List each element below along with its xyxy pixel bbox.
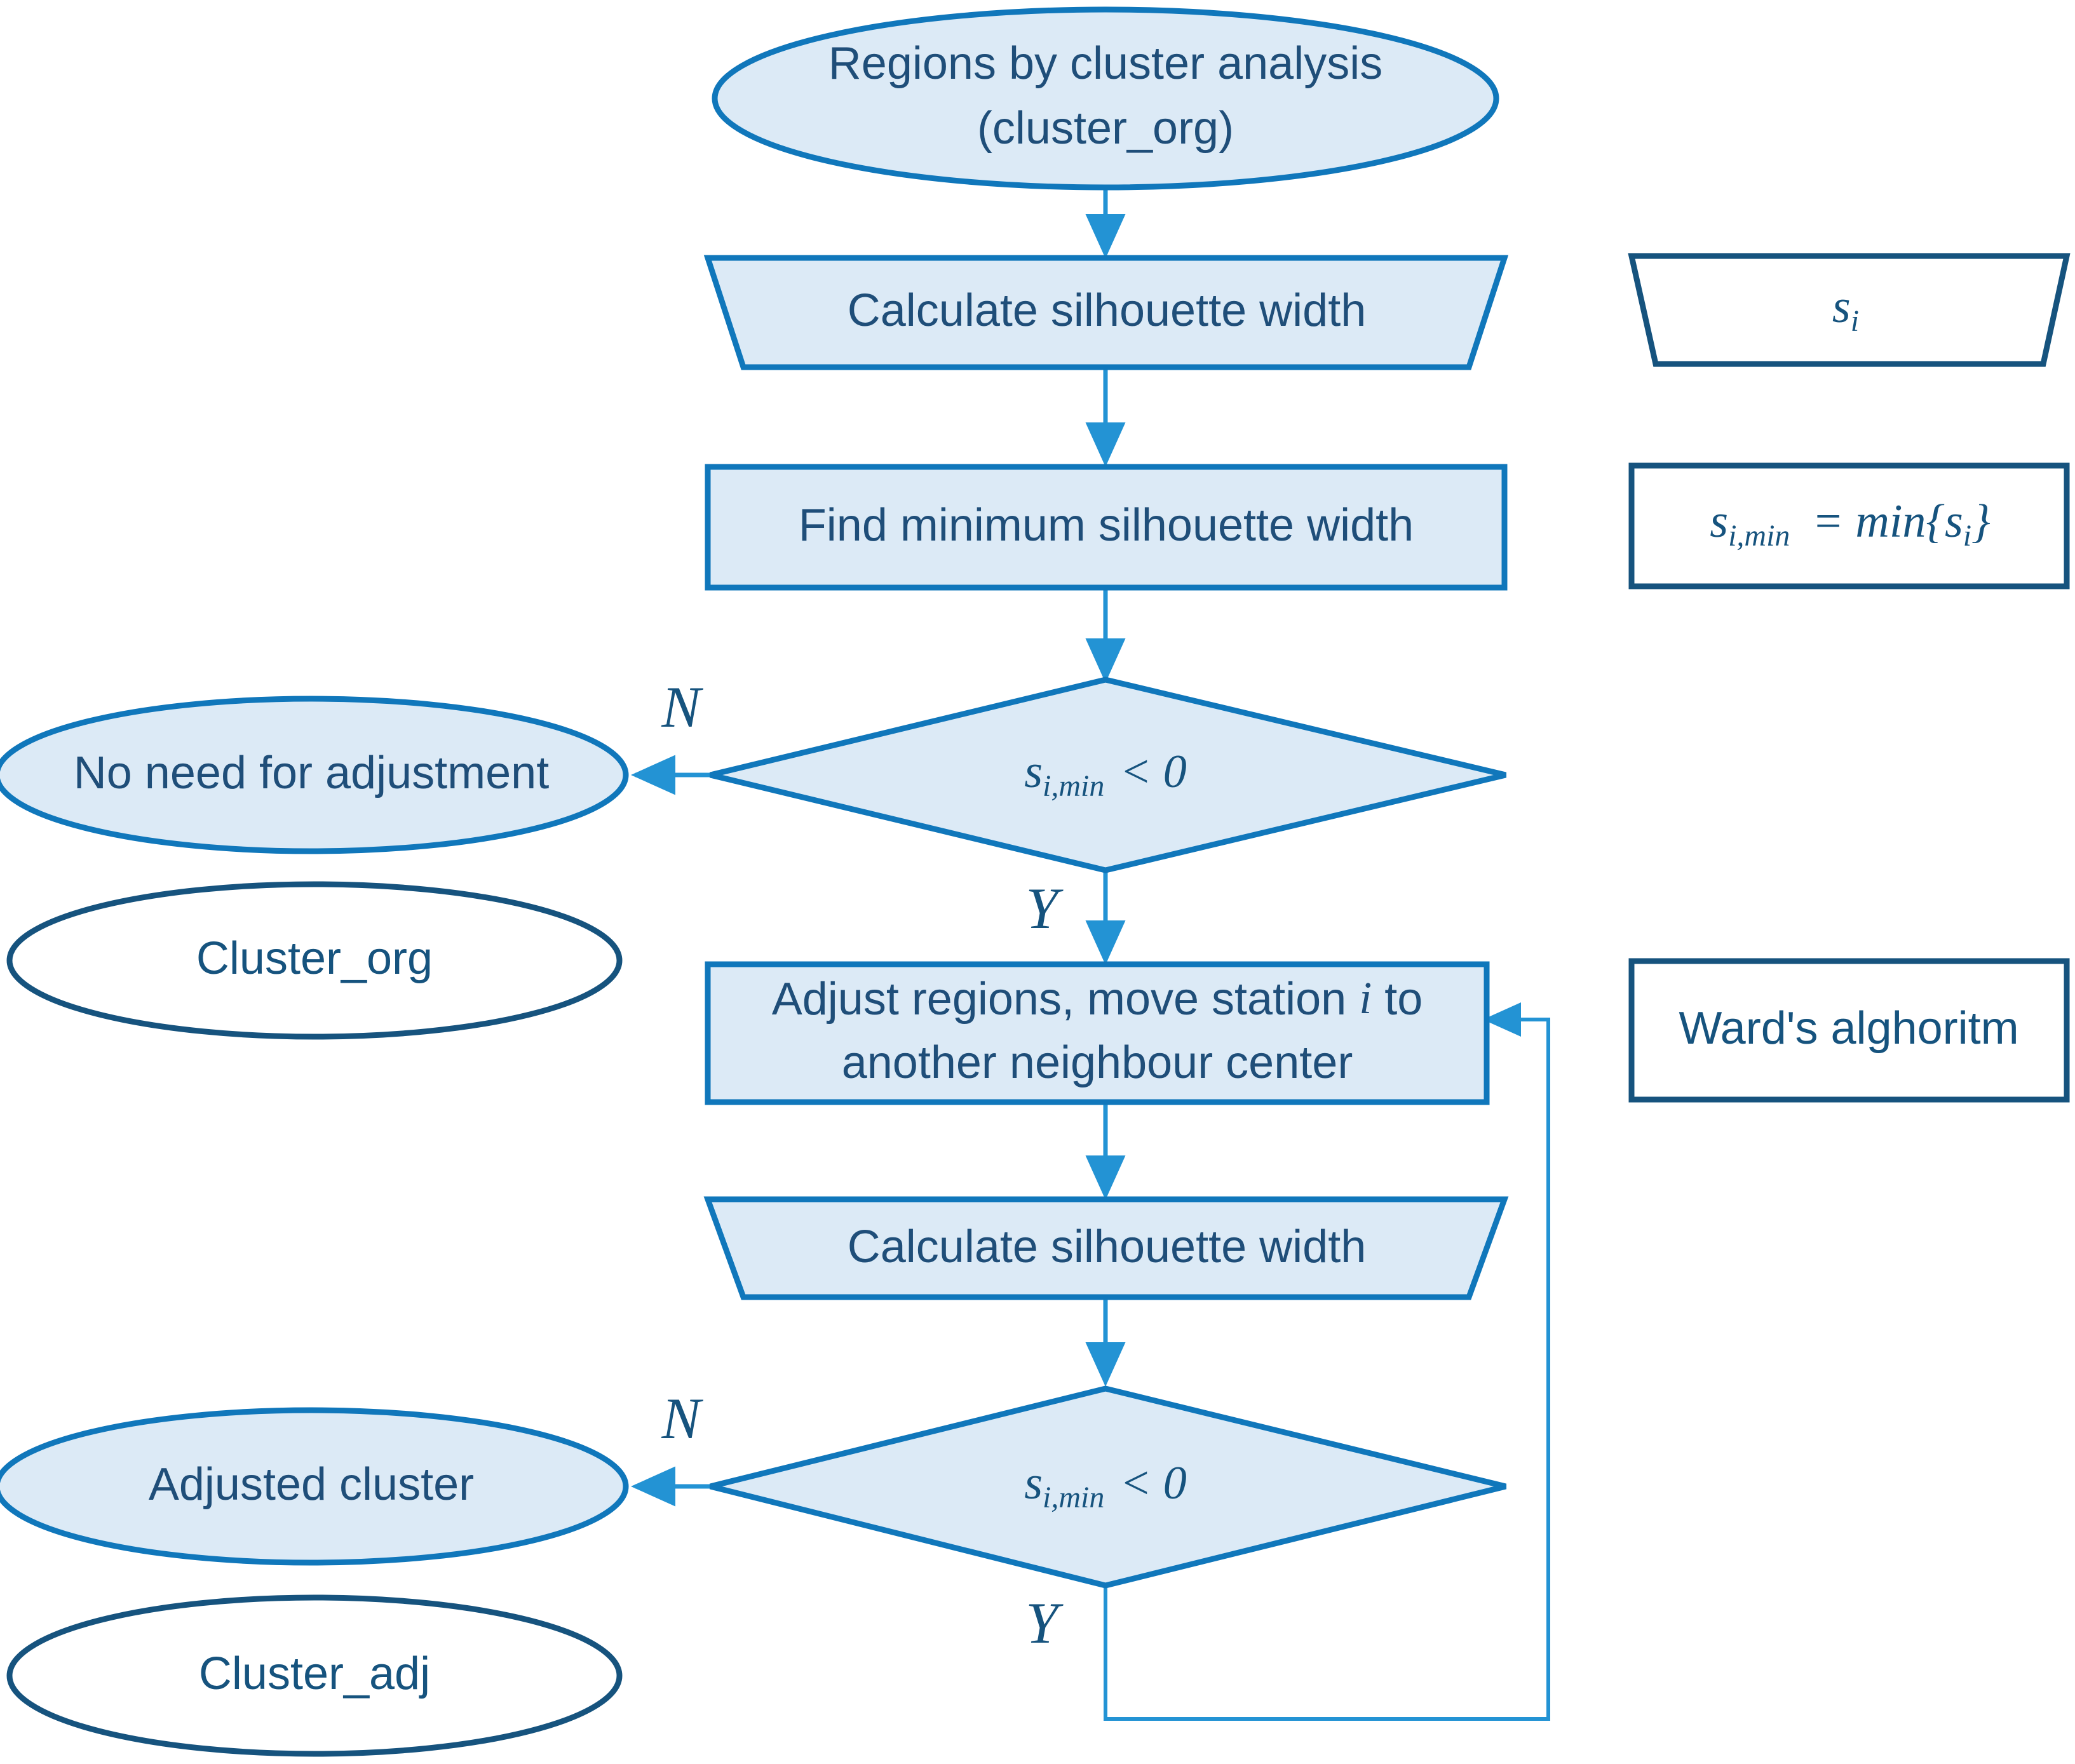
legend-formula-border	[1628, 462, 2070, 589]
calc2-label: Calculate silhouette width	[848, 1222, 1366, 1272]
decision1-math: si,min < 0	[1024, 746, 1187, 803]
decision2-math-sub: i,min	[1043, 1481, 1104, 1514]
node-cluster-adj-ellipse[interactable]: Cluster_adj	[6, 1594, 623, 1757]
cluster-adj-label: Cluster_adj	[199, 1648, 430, 1699]
legend-formula-fn: min	[1855, 495, 1926, 548]
node-cluster-org-ellipse[interactable]: Cluster_org	[6, 881, 623, 1040]
node-find-min-silhouette[interactable]: Find minimum silhouette width	[705, 464, 1508, 591]
adjusted-cluster-ellipse-shape	[0, 1410, 626, 1563]
no-need-ellipse-shape	[0, 699, 626, 851]
node-calc-silhouette-1[interactable]: Calculate silhouette width	[703, 255, 1509, 370]
legend-formula-sub1: i,min	[1728, 519, 1790, 553]
legend-si-border	[1628, 253, 2071, 367]
decision2-diamond-border	[709, 1385, 1507, 1589]
node-no-need-ellipse[interactable]: No need for adjustment	[0, 696, 629, 854]
calc2-trapezoid-border	[703, 1196, 1509, 1300]
cluster-org-ellipse-shape	[10, 884, 619, 1037]
legend-formula-open: {	[1926, 495, 1945, 548]
calc2-trapezoid-shape	[708, 1199, 1504, 1297]
edge-label-yes-2: Y	[1025, 1591, 1064, 1655]
decision1-math-tail: < 0	[1119, 746, 1186, 798]
start-ellipse-line1: Regions by cluster analysis	[828, 38, 1382, 89]
adjust-label-line1: Adjust regions, move station i to	[772, 973, 1423, 1025]
node-adjusted-cluster-ellipse[interactable]: Adjusted cluster	[0, 1407, 629, 1566]
legend-formula-close: }	[1971, 495, 1991, 548]
legend-formula-math: si,min = min{si}	[1710, 495, 1990, 553]
legend-ward-shape	[1632, 961, 2067, 1100]
no-need-ellipse-border	[0, 696, 629, 854]
legend-formula-box[interactable]: si,min = min{si}	[1628, 462, 2070, 589]
adjust-rect-shape	[708, 964, 1487, 1102]
legend-formula-base1: s	[1710, 495, 1728, 548]
adjust-rect-border	[705, 961, 1490, 1105]
decision2-math: si,min < 0	[1024, 1457, 1187, 1514]
legend-formula-shape	[1632, 466, 2067, 586]
start-ellipse-shape	[715, 10, 1496, 187]
adjusted-cluster-ellipse-border	[0, 1407, 629, 1566]
findmin-rect-shape	[708, 467, 1504, 588]
node-calc-silhouette-2[interactable]: Calculate silhouette width	[703, 1196, 1509, 1300]
legend-si-base: s	[1832, 281, 1851, 333]
start-ellipse-line2: (cluster_org)	[977, 103, 1234, 154]
legend-si-math: si	[1832, 281, 1859, 338]
legend-ward-box[interactable]: Ward's alghoritm	[1628, 958, 2070, 1103]
legend-ward-border	[1628, 958, 2070, 1103]
cluster-adj-ellipse-shape	[10, 1598, 619, 1754]
decision2-math-tail: < 0	[1119, 1457, 1186, 1509]
legend-si-shape	[1632, 256, 2067, 364]
legend-formula-base2: s	[1945, 495, 1963, 548]
edge-decision2-yes-loop	[1104, 1002, 1550, 1721]
legend-si-sub: i	[1851, 304, 1859, 338]
node-start-ellipse[interactable]: Regions by cluster analysis (cluster_org…	[712, 6, 1499, 191]
calc1-trapezoid-shape	[708, 258, 1504, 367]
legend-formula-sub2: i	[1963, 519, 1971, 553]
decision1-math-sub: i,min	[1043, 769, 1104, 803]
findmin-rect-border	[705, 464, 1508, 591]
connectors	[631, 184, 1550, 1721]
legend-ward-label: Ward's alghoritm	[1679, 1003, 2018, 1054]
cluster-org-label: Cluster_org	[196, 933, 433, 984]
legend-formula-op: =	[1800, 495, 1855, 548]
decision2-math-base: s	[1024, 1457, 1043, 1509]
adjust-line1-post: to	[1372, 974, 1423, 1025]
calc1-trapezoid-border	[703, 255, 1509, 370]
no-need-label: No need for adjustment	[74, 748, 549, 798]
edge-label-no-2: N	[661, 1386, 703, 1451]
decision1-math-base: s	[1024, 746, 1043, 798]
decision2-diamond-shape	[710, 1389, 1506, 1586]
calc1-label: Calculate silhouette width	[848, 285, 1366, 336]
edge-label-yes-1: Y	[1025, 876, 1064, 941]
findmin-label: Find minimum silhouette width	[799, 500, 1414, 551]
decision1-diamond-border	[709, 677, 1507, 873]
legend-si-trapezoid[interactable]: si	[1628, 253, 2071, 367]
adjust-line1-italic: i	[1359, 973, 1372, 1023]
edge-label-no-1: N	[661, 675, 703, 739]
cluster-adj-ellipse-border	[6, 1594, 623, 1757]
adjust-line1-pre: Adjust regions, move station	[772, 974, 1359, 1025]
start-ellipse-border	[712, 6, 1499, 191]
node-decision-2[interactable]: si,min < 0	[709, 1385, 1507, 1589]
adjust-label-line2: another neighbour center	[842, 1037, 1353, 1088]
node-adjust-regions[interactable]: Adjust regions, move station i to anothe…	[705, 961, 1490, 1105]
cluster-org-ellipse-border	[6, 881, 623, 1040]
node-decision-1[interactable]: si,min < 0	[709, 677, 1507, 873]
adjusted-cluster-label: Adjusted cluster	[149, 1459, 474, 1510]
decision1-diamond-shape	[710, 680, 1506, 870]
